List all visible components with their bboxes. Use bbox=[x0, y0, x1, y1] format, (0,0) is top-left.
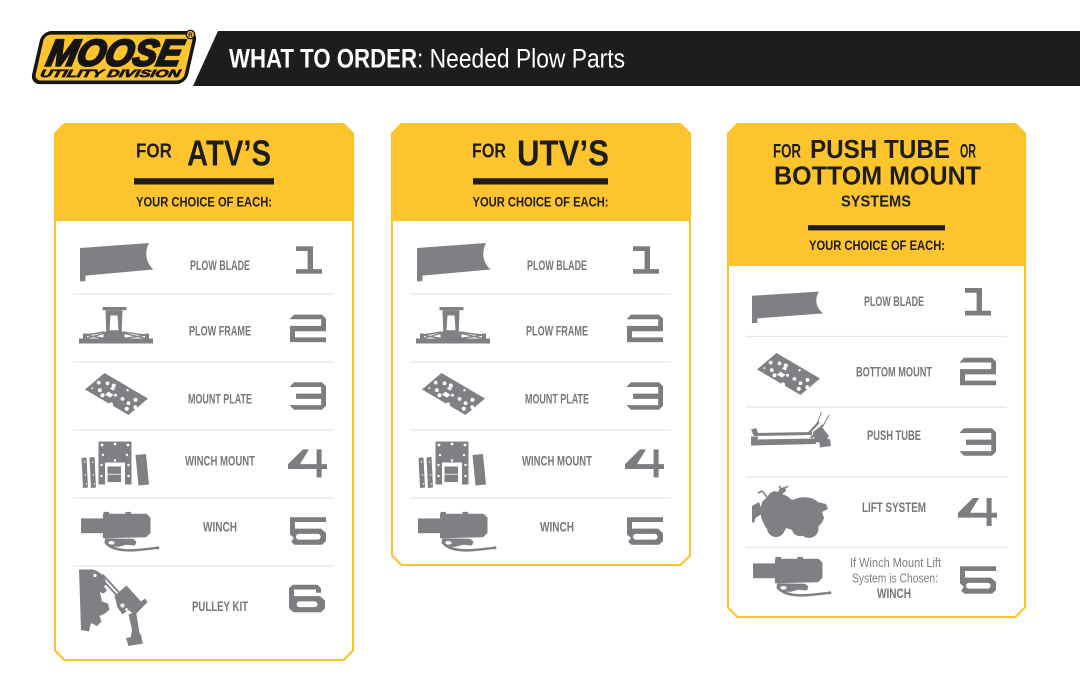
svg-text:PLOW FRAME: PLOW FRAME bbox=[526, 323, 588, 339]
svg-text:MOUNT PLATE: MOUNT PLATE bbox=[188, 391, 252, 407]
svg-text:R: R bbox=[188, 32, 193, 39]
svg-text:PLOW BLADE: PLOW BLADE bbox=[527, 257, 587, 273]
svg-text:System is Chosen:: System is Chosen: bbox=[852, 572, 938, 586]
svg-text:MOOSE: MOOSE bbox=[43, 32, 187, 73]
svg-text:BOTTOM MOUNT: BOTTOM MOUNT bbox=[774, 161, 981, 191]
svg-text:YOUR CHOICE OF EACH:: YOUR CHOICE OF EACH: bbox=[809, 238, 945, 253]
svg-text:FOR: FOR bbox=[773, 142, 801, 163]
svg-text:WINCH: WINCH bbox=[540, 519, 574, 535]
svg-text:YOUR CHOICE OF EACH:: YOUR CHOICE OF EACH: bbox=[473, 195, 609, 210]
svg-text:WHAT TO ORDER: WHAT TO ORDER bbox=[229, 44, 417, 74]
svg-text:FOR: FOR bbox=[472, 141, 506, 163]
svg-text:PUSH TUBE: PUSH TUBE bbox=[810, 134, 950, 164]
svg-text:WINCH: WINCH bbox=[203, 519, 237, 535]
svg-text:PLOW BLADE: PLOW BLADE bbox=[864, 293, 924, 309]
svg-text:If Winch Mount Lift: If Winch Mount Lift bbox=[850, 556, 941, 570]
svg-text:PUSH TUBE: PUSH TUBE bbox=[867, 427, 921, 443]
svg-text:UTV’S: UTV’S bbox=[517, 132, 609, 173]
svg-text:SYSTEMS: SYSTEMS bbox=[841, 194, 911, 211]
svg-text:BOTTOM MOUNT: BOTTOM MOUNT bbox=[856, 364, 932, 380]
svg-text:UTILITY DIVISION: UTILITY DIVISION bbox=[39, 68, 182, 80]
svg-text:YOUR CHOICE OF EACH:: YOUR CHOICE OF EACH: bbox=[136, 195, 272, 210]
svg-text:WINCH: WINCH bbox=[877, 585, 911, 601]
svg-text:LIFT SYSTEM: LIFT SYSTEM bbox=[862, 499, 926, 515]
svg-text:PULLEY KIT: PULLEY KIT bbox=[192, 598, 248, 614]
svg-text:FOR: FOR bbox=[136, 141, 172, 163]
svg-text:WINCH MOUNT: WINCH MOUNT bbox=[185, 453, 255, 469]
svg-text:WINCH MOUNT: WINCH MOUNT bbox=[522, 453, 592, 469]
svg-text:OR: OR bbox=[960, 142, 976, 163]
svg-text:PLOW BLADE: PLOW BLADE bbox=[190, 257, 250, 273]
svg-text:ATV’S: ATV’S bbox=[187, 132, 271, 173]
svg-text:: Needed Plow Parts: : Needed Plow Parts bbox=[417, 44, 625, 74]
svg-text:PLOW FRAME: PLOW FRAME bbox=[189, 323, 251, 339]
svg-text:MOUNT PLATE: MOUNT PLATE bbox=[525, 391, 589, 407]
